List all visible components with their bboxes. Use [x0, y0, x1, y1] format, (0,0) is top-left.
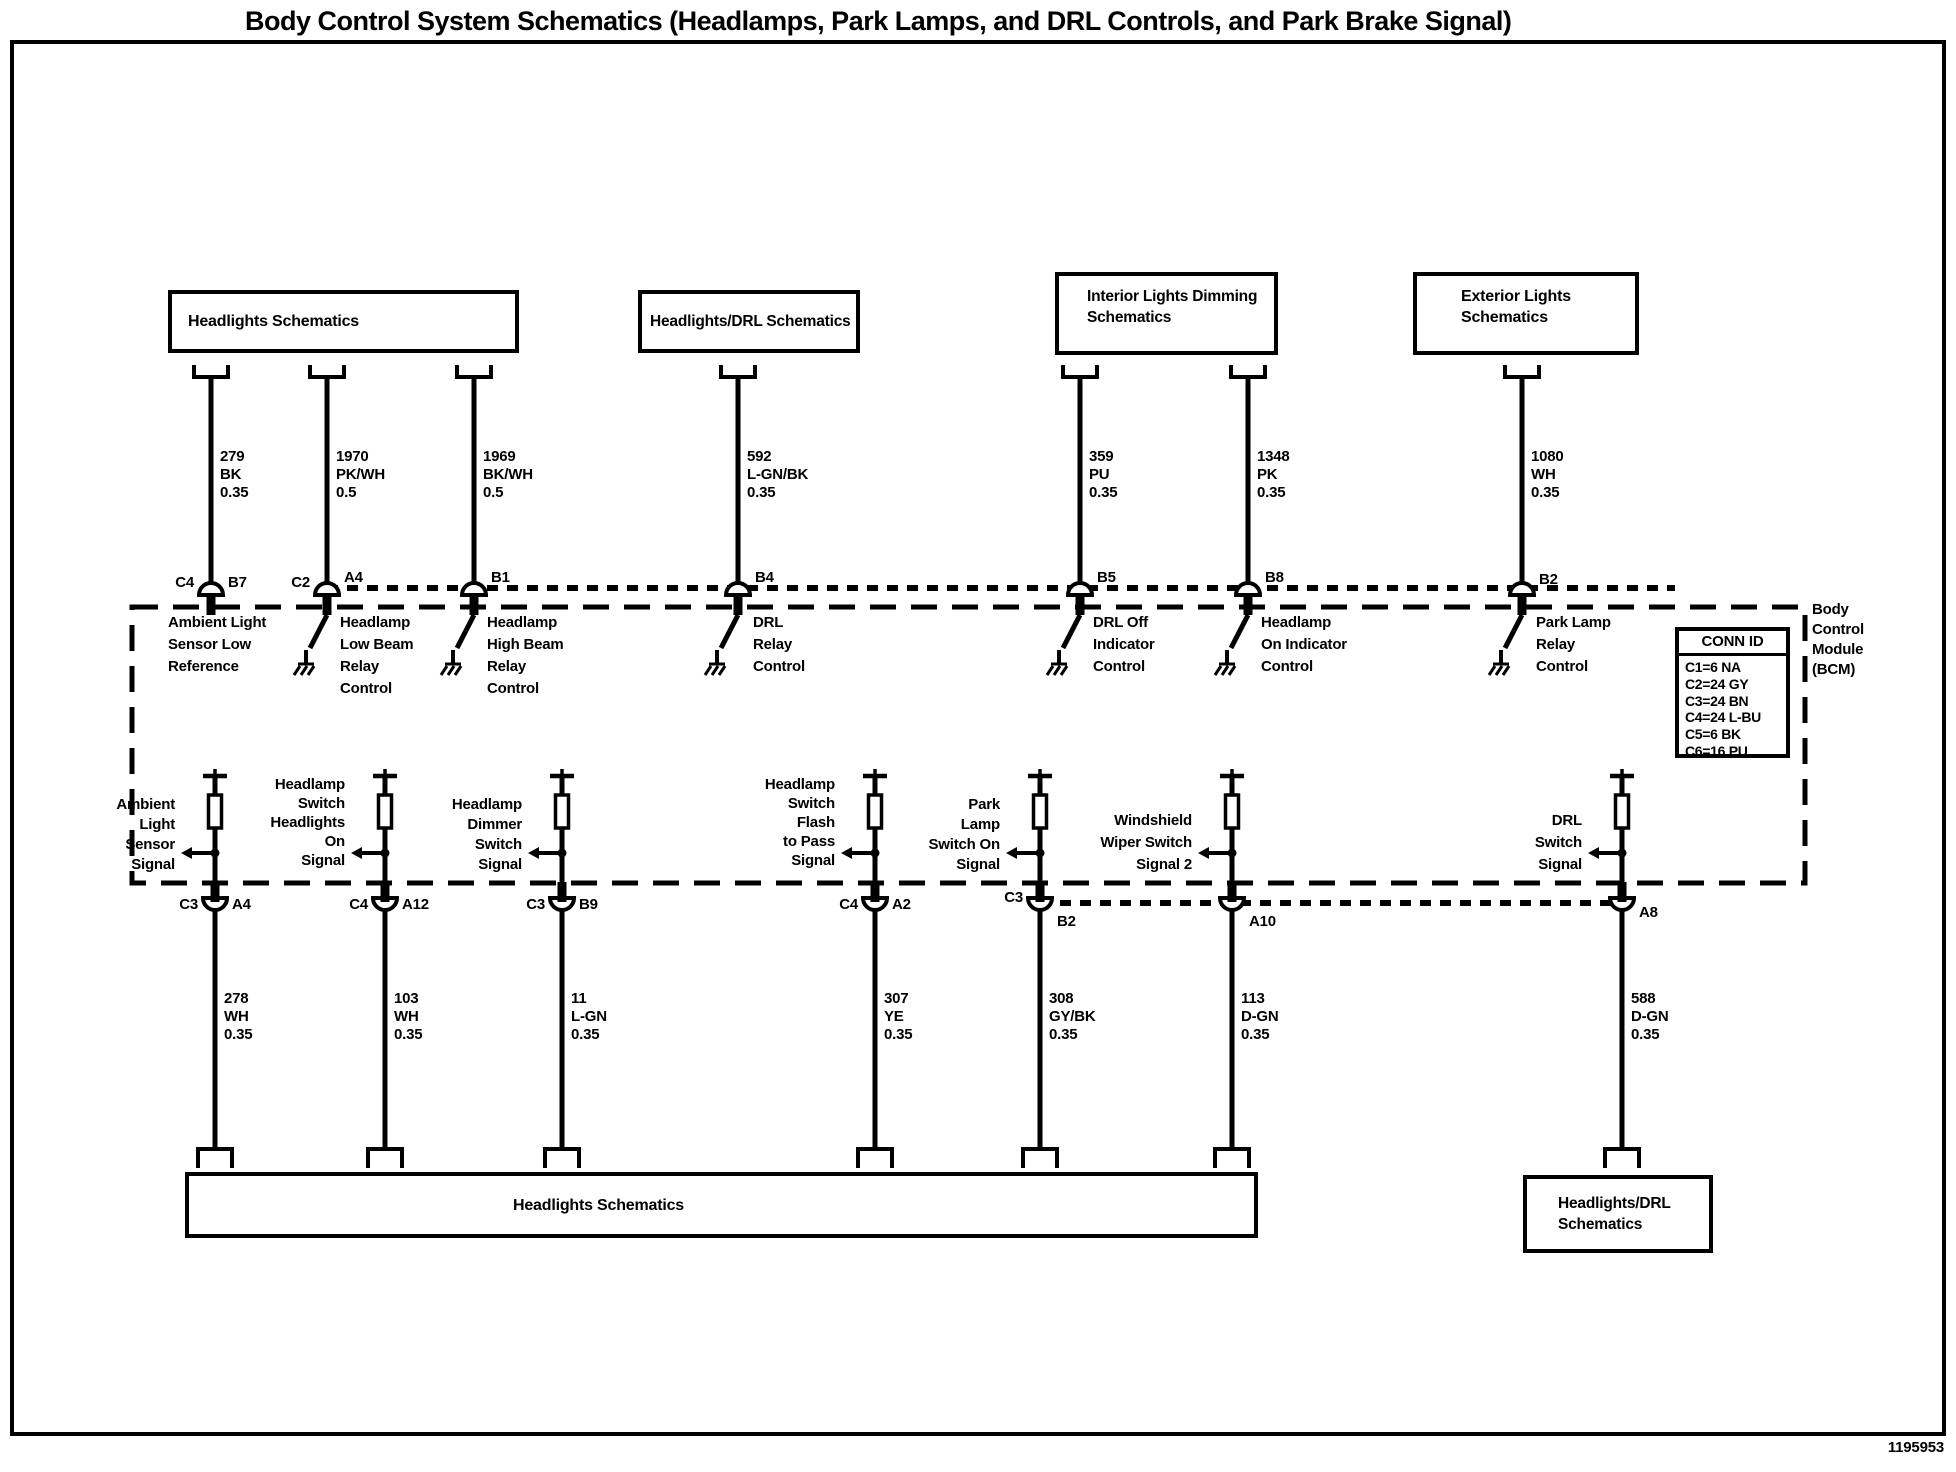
bcm-function-label: DRL Relay Control [753, 614, 805, 675]
ref-box-headlights-drl-top: Headlights/DRL Schematics [638, 290, 860, 353]
connector-label: B5 [1097, 569, 1116, 586]
page-title: Body Control System Schematics (Headlamp… [245, 6, 1512, 36]
wire-label: 11 L-GN 0.35 [571, 990, 607, 1043]
wire-label: 307 YE 0.35 [884, 990, 913, 1043]
wire-label: 113 D-GN 0.35 [1241, 990, 1279, 1043]
ref-box-headlights-bottom: Headlights Schematics [185, 1172, 1258, 1238]
connector-label: C3 [1004, 889, 1023, 906]
wire-label: 592 L-GN/BK 0.35 [747, 448, 809, 501]
connector-label: B4 [755, 569, 774, 586]
bcm-dashed-border [129, 604, 1808, 886]
wire-label: 1080 WH 0.35 [1531, 448, 1564, 501]
bcm-function-label: Headlamp Low Beam Relay Control [340, 614, 414, 697]
conn-id-rows: C1=6 NA C2=24 GY C3=24 BN C4=24 L-BU C5=… [1685, 659, 1761, 759]
conn-id-header: CONN ID [1679, 631, 1786, 656]
connector-label: A8 [1639, 904, 1658, 921]
bcm-signal-label: Windshield Wiper Switch Signal 2 [1100, 812, 1192, 873]
outer-border [10, 40, 1946, 1436]
drawing-number: 1195953 [1887, 1439, 1944, 1456]
bcm-signal-label: Headlamp Switch Flash to Pass Signal [764, 776, 835, 869]
connector-label: B9 [579, 896, 598, 913]
connector-label: C3 [179, 896, 198, 913]
bcm-function-label: Headlamp On Indicator Control [1261, 614, 1347, 675]
bcm-signal-label: Headlamp Dimmer Switch Signal [451, 796, 522, 873]
connector-label: A12 [402, 896, 429, 913]
bcm-name-label: Body Control Module (BCM) [1812, 601, 1864, 678]
bcm-function-label: Park Lamp Relay Control [1536, 614, 1611, 675]
wire-label: 1348 PK 0.35 [1257, 448, 1290, 501]
connector-label: C4 [175, 574, 194, 591]
connector-label: C4 [349, 896, 368, 913]
connector-label: C3 [526, 896, 545, 913]
connector-label: B1 [491, 569, 510, 586]
wire-label: 1969 BK/WH 0.5 [483, 448, 533, 501]
connector-label: B2 [1057, 913, 1076, 930]
bcm-function-label: Headlamp High Beam Relay Control [487, 614, 564, 697]
bcm-function-label: DRL Off Indicator Control [1093, 614, 1155, 675]
wire-label: 588 D-GN 0.35 [1631, 990, 1669, 1043]
wire-label: 308 GY/BK 0.35 [1049, 990, 1096, 1043]
bcm-signal-label: Ambient Light Sensor Signal [116, 796, 175, 873]
bcm-signal-label: DRL Switch Signal [1534, 812, 1582, 873]
connector-label: A4 [232, 896, 251, 913]
bcm-signal-label: Headlamp Switch Headlights On Signal [270, 776, 345, 869]
connector-label: B7 [228, 574, 247, 591]
ref-box-exterior-lights: Exterior Lights Schematics [1413, 272, 1639, 355]
connector-label: B2 [1539, 571, 1558, 588]
bcm-signal-label: Park Lamp Switch On Signal [928, 796, 1000, 873]
ref-box-interior-lights-dimming: Interior Lights Dimming Schematics [1055, 272, 1278, 355]
wire-label: 1970 PK/WH 0.5 [336, 448, 385, 501]
wire-label: 103 WH 0.35 [394, 990, 423, 1043]
bcm-function-label: Ambient Light Sensor Low Reference [168, 614, 267, 675]
conn-id-table: CONN ID C1=6 NA C2=24 GY C3=24 BN C4=24 … [1675, 627, 1790, 759]
connector-label: C2 [291, 574, 310, 591]
connector-label: C4 [839, 896, 858, 913]
wire-label: 278 WH 0.35 [224, 990, 253, 1043]
ref-box-headlights-drl-bottom: Headlights/DRL Schematics [1523, 1175, 1713, 1253]
wire-label: 279 BK 0.35 [220, 448, 249, 501]
connector-label: A10 [1249, 913, 1276, 930]
connector-label: A2 [892, 896, 911, 913]
wire-label: 359 PU 0.35 [1089, 448, 1118, 501]
connector-label: B8 [1265, 569, 1284, 586]
connector-label: A4 [344, 569, 363, 586]
ref-box-headlights-top: Headlights Schematics [168, 290, 519, 353]
